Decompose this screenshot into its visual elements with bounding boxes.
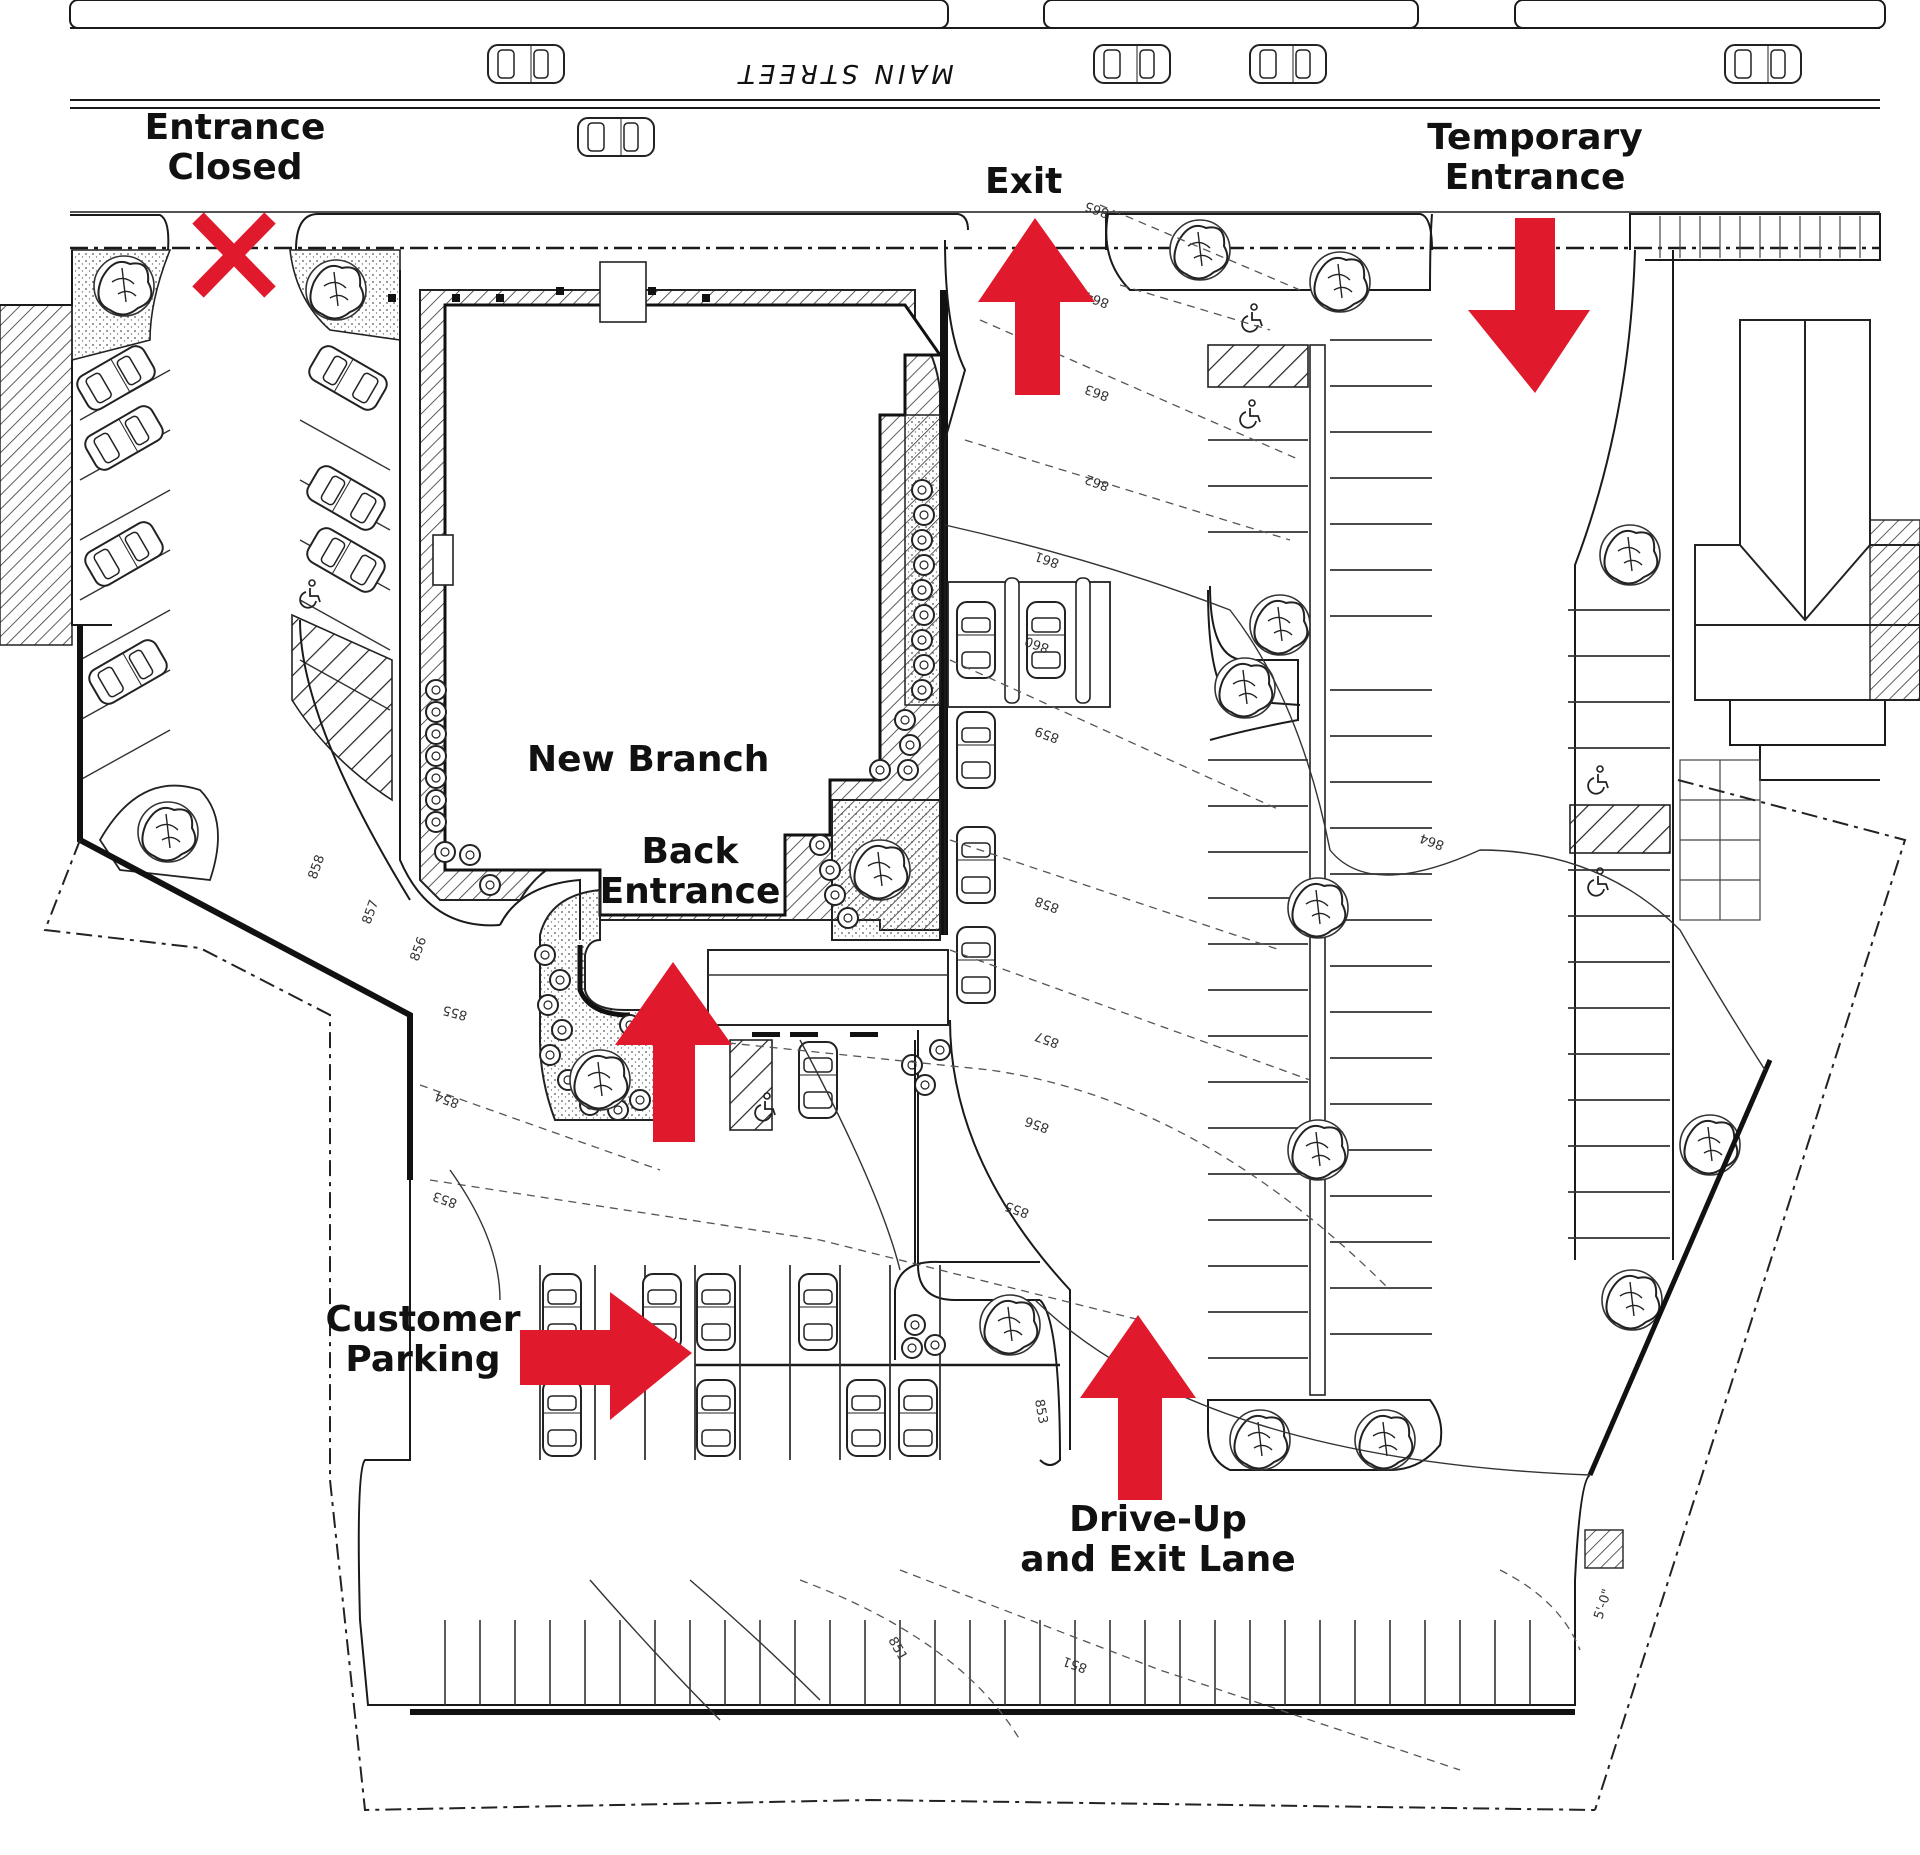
svg-text:861: 861 xyxy=(1033,548,1061,571)
svg-text:851: 851 xyxy=(885,1635,910,1664)
svg-text:853: 853 xyxy=(431,1188,459,1211)
building xyxy=(388,261,948,935)
svg-text:863: 863 xyxy=(1083,381,1111,404)
svg-text:864: 864 xyxy=(1418,830,1446,853)
temporary-entrance-arrow-down-icon xyxy=(1468,218,1590,393)
svg-text:855: 855 xyxy=(1003,1198,1031,1221)
svg-text:858: 858 xyxy=(306,853,329,881)
west-lot xyxy=(0,249,501,927)
planter-back-entrance xyxy=(534,888,661,1121)
svg-text:857: 857 xyxy=(360,898,383,926)
sidewalk xyxy=(70,213,1881,261)
customer-parking-arrow-right-icon xyxy=(520,1292,692,1420)
drive-up-label: Drive-Up and Exit Lane xyxy=(1020,1499,1296,1581)
dimension: 5'-0" xyxy=(1592,1587,1616,1621)
bed-east xyxy=(809,799,941,941)
contours xyxy=(419,204,1766,1771)
temporary-entrance-label: Temporary Entrance xyxy=(1427,117,1643,199)
svg-text:859: 859 xyxy=(1033,723,1061,746)
svg-text:851: 851 xyxy=(1061,1653,1089,1676)
back-entrance-arrow-up-icon xyxy=(615,962,732,1142)
svg-text:865: 865 xyxy=(1083,198,1111,221)
closed-entrance-x xyxy=(192,212,276,298)
new-branch-label: New Branch xyxy=(527,739,770,780)
east-parking xyxy=(1568,249,1920,1331)
svg-text:857: 857 xyxy=(1033,1028,1061,1051)
back-entrance-label: Back Entrance xyxy=(599,831,781,913)
street-name: MAIN STREET xyxy=(735,58,954,88)
svg-text:856: 856 xyxy=(1023,1113,1051,1136)
exit-arrow-up-icon xyxy=(978,218,1095,395)
entrance-closed-label: Entrance Closed xyxy=(144,107,326,189)
svg-text:853: 853 xyxy=(1031,1398,1050,1425)
customer-parking xyxy=(539,1039,1060,1460)
center-parking xyxy=(1105,213,1443,1471)
drive-up-lane xyxy=(917,239,1111,1466)
customer-parking-label: Customer Parking xyxy=(325,1299,521,1381)
main-street xyxy=(69,0,1886,250)
svg-text:855: 855 xyxy=(441,1002,469,1023)
canopy xyxy=(499,878,949,1131)
south-parking xyxy=(357,1180,1591,1715)
svg-text:854: 854 xyxy=(433,1088,461,1111)
drive-up-arrow-up-icon xyxy=(1080,1315,1196,1500)
stair-east xyxy=(1584,1529,1624,1569)
exit-label: Exit xyxy=(985,161,1063,202)
svg-text:862: 862 xyxy=(1083,471,1111,494)
svg-text:858: 858 xyxy=(1033,893,1061,916)
svg-text:5'-0": 5'-0" xyxy=(1592,1587,1616,1621)
svg-text:856: 856 xyxy=(408,935,431,963)
